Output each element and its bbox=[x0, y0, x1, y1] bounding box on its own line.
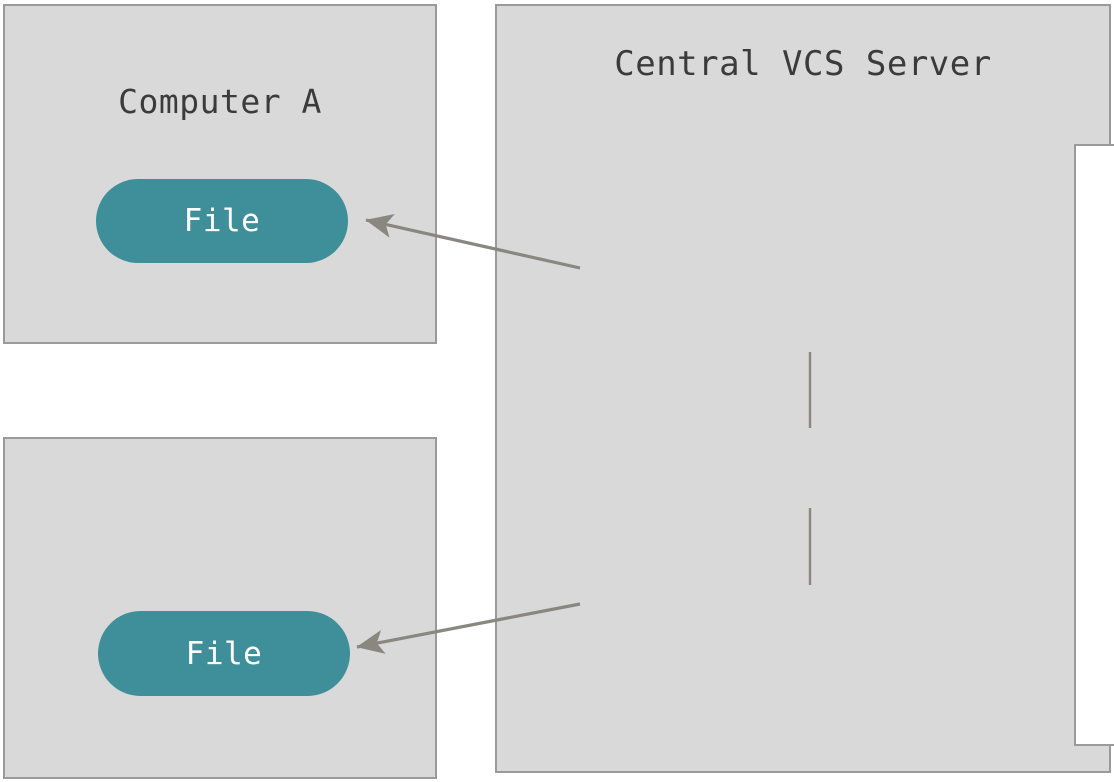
computer-b-panel: Computer B bbox=[3, 437, 437, 779]
central-vcs-server-panel: Central VCS Server Version Database Vers… bbox=[495, 4, 1114, 773]
central-vcs-server-title: Central VCS Server bbox=[614, 44, 992, 84]
computer-b-file-node: File bbox=[98, 611, 350, 696]
computer-b-file-label: File bbox=[185, 635, 263, 672]
computer-a-file-label: File bbox=[183, 203, 261, 239]
computer-a-title: Computer A bbox=[118, 82, 322, 121]
version-database-box: Version Database Version 3 Version 2 Ver… bbox=[1074, 144, 1114, 746]
computer-a-panel: Computer A bbox=[3, 4, 437, 344]
version-database-title: Version Database bbox=[1076, 176, 1114, 214]
computer-a-file-node: File bbox=[96, 179, 348, 263]
